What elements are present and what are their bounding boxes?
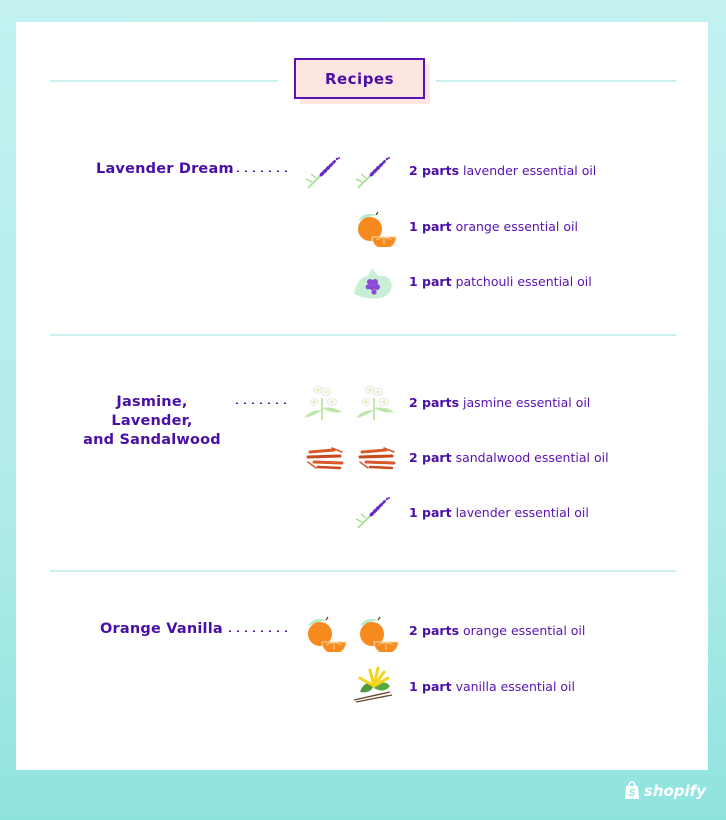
ingredient-row: 2 part sandalwood essential oil: [409, 450, 609, 465]
jasmine-icon: [303, 385, 343, 421]
ingredient-row: 1 part patchouli essential oil: [409, 274, 592, 289]
ingredient-row: 1 part lavender essential oil: [409, 505, 589, 520]
ingredient-row: 2 parts lavender essential oil: [409, 163, 597, 178]
recipe-name-line: Jasmine, Lavender,: [111, 394, 193, 429]
ingredient-row: 1 part vanilla essential oil: [409, 679, 575, 694]
leader-dots: [233, 402, 289, 404]
brand-name: shopify: [643, 781, 706, 800]
shopify-logo: S shopify: [624, 781, 706, 800]
recipe-name-line: and Sandalwood: [83, 432, 221, 448]
lavender-icon: [355, 496, 391, 529]
ingredient-row: 2 parts jasmine essential oil: [409, 395, 591, 410]
leader-dots: [226, 170, 290, 172]
section-divider: [50, 334, 676, 336]
orange-icon: [359, 616, 399, 652]
orange-icon: [357, 211, 397, 247]
vanilla-icon: [352, 666, 394, 704]
header-divider-left: [50, 80, 278, 82]
recipe-name-lavender-dream: Lavender Dream: [96, 161, 234, 177]
recipes-card: [16, 22, 708, 770]
leader-dots: [226, 630, 292, 632]
section-divider: [50, 570, 676, 572]
lavender-icon: [355, 156, 391, 189]
jasmine-icon: [355, 385, 395, 421]
recipe-name-orange-vanilla: Orange Vanilla: [100, 621, 223, 637]
ingredient-row: 2 parts orange essential oil: [409, 623, 586, 638]
title-badge: Recipes: [294, 58, 430, 104]
patchouli-icon: [354, 268, 392, 299]
header-divider-right: [436, 80, 676, 82]
recipe-name-jasmine-lavender-sandalwood: Jasmine, Lavender, and Sandalwood: [78, 393, 226, 450]
svg-text:S: S: [629, 788, 636, 799]
sandalwood-icon: [358, 446, 396, 470]
orange-icon: [307, 616, 347, 652]
sandalwood-icon: [306, 446, 344, 470]
lavender-icon: [305, 156, 341, 189]
page-title: Recipes: [294, 58, 425, 99]
shopping-bag-icon: S: [624, 781, 639, 799]
ingredient-row: 1 part orange essential oil: [409, 219, 578, 234]
